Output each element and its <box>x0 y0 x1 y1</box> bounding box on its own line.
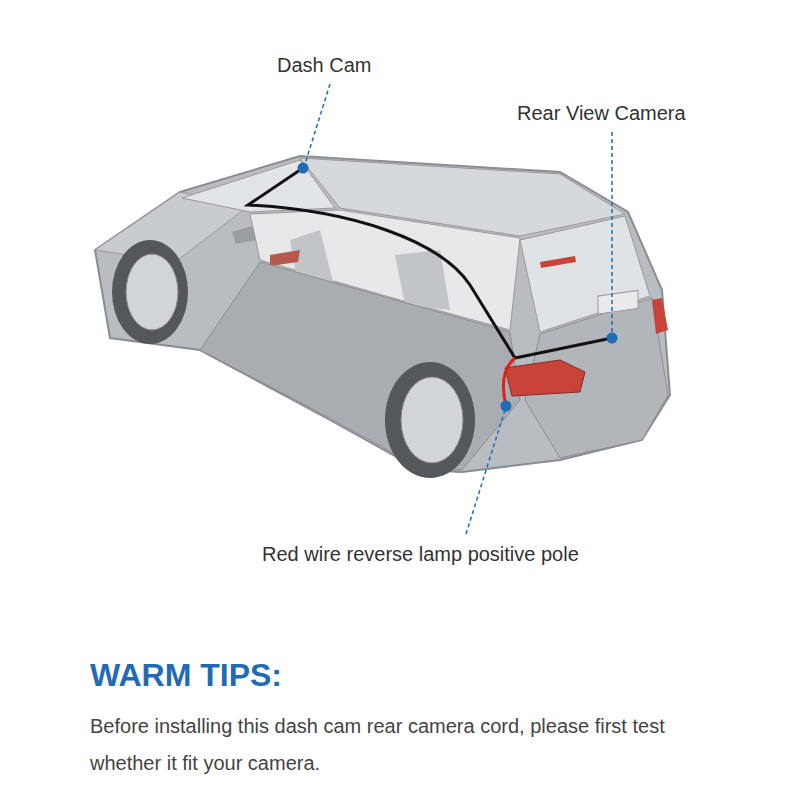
wheel-rim <box>126 254 178 330</box>
callout-dot <box>501 401 512 412</box>
red-wire <box>503 358 515 406</box>
camera-cable <box>248 168 612 358</box>
callout-dot <box>607 333 618 344</box>
tail-light <box>505 360 585 396</box>
leader-line <box>305 84 330 164</box>
tail-light <box>652 298 668 334</box>
car-interior-trim <box>270 250 300 266</box>
third-brake-light <box>540 256 576 268</box>
callout-dot <box>298 163 309 174</box>
leader-line <box>611 132 613 334</box>
tips-note: Before installing this dash cam rear cam… <box>90 708 700 782</box>
wheel-tire <box>112 240 188 344</box>
car-body <box>95 156 670 472</box>
tips-heading: WARM TIPS: <box>90 656 282 694</box>
license-plate <box>598 290 638 314</box>
wheel-rim <box>401 377 463 463</box>
callout-label: Dash Cam <box>277 53 371 77</box>
wheel-tire <box>385 362 475 478</box>
leader-line <box>466 410 505 534</box>
callout-label: Red wire reverse lamp positive pole <box>262 542 579 566</box>
callout-label: Rear View Camera <box>517 101 686 125</box>
side-mirror <box>232 226 256 244</box>
